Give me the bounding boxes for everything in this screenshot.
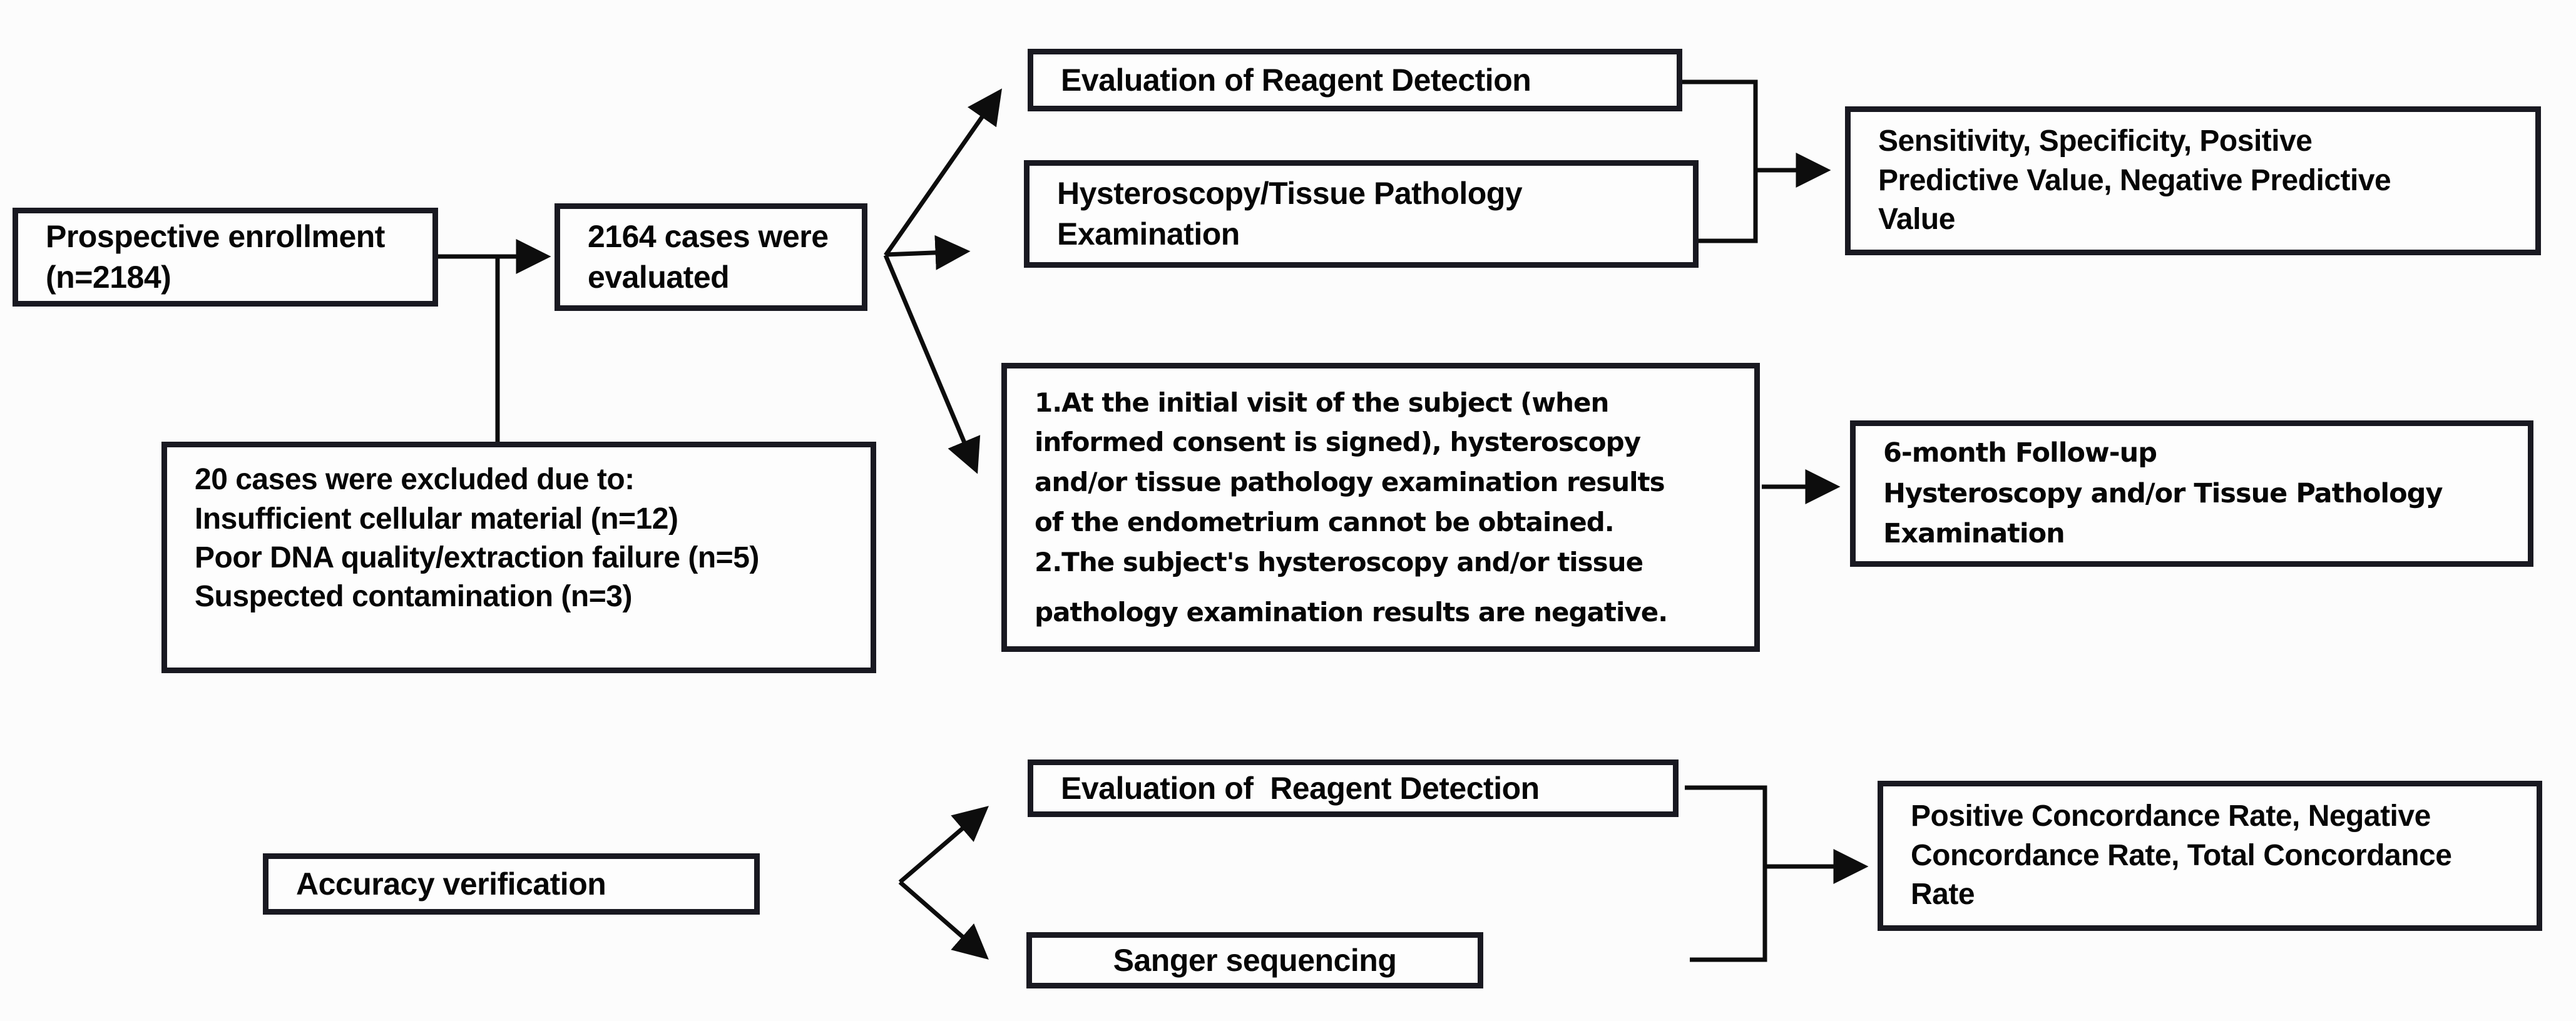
box-text-line: Value bbox=[1878, 203, 1955, 236]
evaluation-reagent-detection-2-box: Evaluation of Reagent Detection bbox=[1028, 759, 1679, 817]
box-text-line: informed consent is signed), hysteroscop… bbox=[1035, 427, 1641, 458]
box-text-line: Predictive Value, Negative Predictive bbox=[1878, 163, 2391, 197]
sensitivity-specificity-box: Sensitivity, Specificity, Positive Predi… bbox=[1845, 106, 2541, 255]
followup-criteria-box: 1.At the initial visit of the subject (w… bbox=[1001, 363, 1760, 652]
box-text-line: Suspected contamination (n=3) bbox=[195, 580, 632, 614]
evaluated-cases-box: 2164 cases were evaluated bbox=[555, 203, 867, 311]
prospective-enrollment-box: Prospective enrollment (n=2184) bbox=[13, 208, 438, 307]
box-text-line: Prospective enrollment bbox=[46, 219, 385, 254]
box-text-line: Evaluation of Reagent Detection bbox=[1061, 62, 1531, 98]
excluded-cases-box: 20 cases were excluded due to: Insuffici… bbox=[161, 442, 876, 673]
arrow-evaluated-to-hysteroscopy bbox=[885, 235, 971, 270]
sanger-sequencing-box: Sanger sequencing bbox=[1026, 932, 1483, 988]
arrow-accuracy-to-sanger bbox=[898, 880, 989, 960]
box-text-line: Examination bbox=[1883, 518, 2065, 550]
box-text-line: Hysteroscopy/Tissue Pathology bbox=[1057, 176, 1523, 211]
box-text-line: Sanger sequencing bbox=[1113, 942, 1397, 978]
box-text-line: Concordance Rate, Total Concordance bbox=[1911, 838, 2452, 872]
bracket-bottom bbox=[1685, 785, 1767, 962]
arrow-accuracy-to-reagent-eval-bottom bbox=[898, 806, 989, 884]
accuracy-verification-box: Accuracy verification bbox=[263, 853, 760, 915]
box-text-line: 20 cases were excluded due to: bbox=[195, 463, 635, 497]
box-text-line: 1.At the initial visit of the subject (w… bbox=[1035, 387, 1609, 418]
box-text-line: Poor DNA quality/extraction failure (n=5… bbox=[195, 541, 759, 574]
box-text-line: 2164 cases were bbox=[588, 219, 829, 254]
box-text-line: Evaluation of Reagent Detection bbox=[1061, 770, 1540, 806]
box-text-line: 2.The subject's hysteroscopy and/or tiss… bbox=[1035, 546, 1643, 577]
box-text-line: pathology examination results are negati… bbox=[1035, 596, 1668, 627]
box-text-line: Sensitivity, Specificity, Positive bbox=[1878, 124, 2313, 158]
concordance-rate-box: Positive Concordance Rate, Negative Conc… bbox=[1878, 781, 2542, 931]
box-text-line: 6-month Follow-up bbox=[1883, 437, 2157, 469]
box-text-line: Hysteroscopy and/or Tissue Pathology bbox=[1883, 477, 2443, 509]
bracket-top bbox=[1682, 79, 1758, 243]
box-text-line: Examination bbox=[1057, 216, 1240, 251]
box-text-line: Positive Concordance Rate, Negative bbox=[1911, 800, 2431, 833]
box-text-line: Rate bbox=[1911, 878, 1975, 912]
evaluation-reagent-detection-box: Evaluation of Reagent Detection bbox=[1028, 49, 1682, 111]
box-text-line: and/or tissue pathology examination resu… bbox=[1035, 467, 1665, 498]
box-text-line: (n=2184) bbox=[46, 260, 171, 295]
box-text-line: evaluated bbox=[588, 260, 730, 295]
arrow-evaluated-to-followup-criteria bbox=[883, 254, 981, 474]
six-month-followup-box: 6-month Follow-up Hysteroscopy and/or Ti… bbox=[1850, 420, 2533, 567]
box-text-line: Insufficient cellular material (n=12) bbox=[195, 502, 678, 536]
hysteroscopy-pathology-box: Hysteroscopy/Tissue Pathology Examinatio… bbox=[1024, 160, 1699, 268]
box-text-line: of the endometrium cannot be obtained. bbox=[1035, 507, 1615, 537]
arrow-evaluated-to-reagent-eval-top bbox=[884, 88, 1003, 257]
box-text-line: Accuracy verification bbox=[296, 866, 606, 902]
